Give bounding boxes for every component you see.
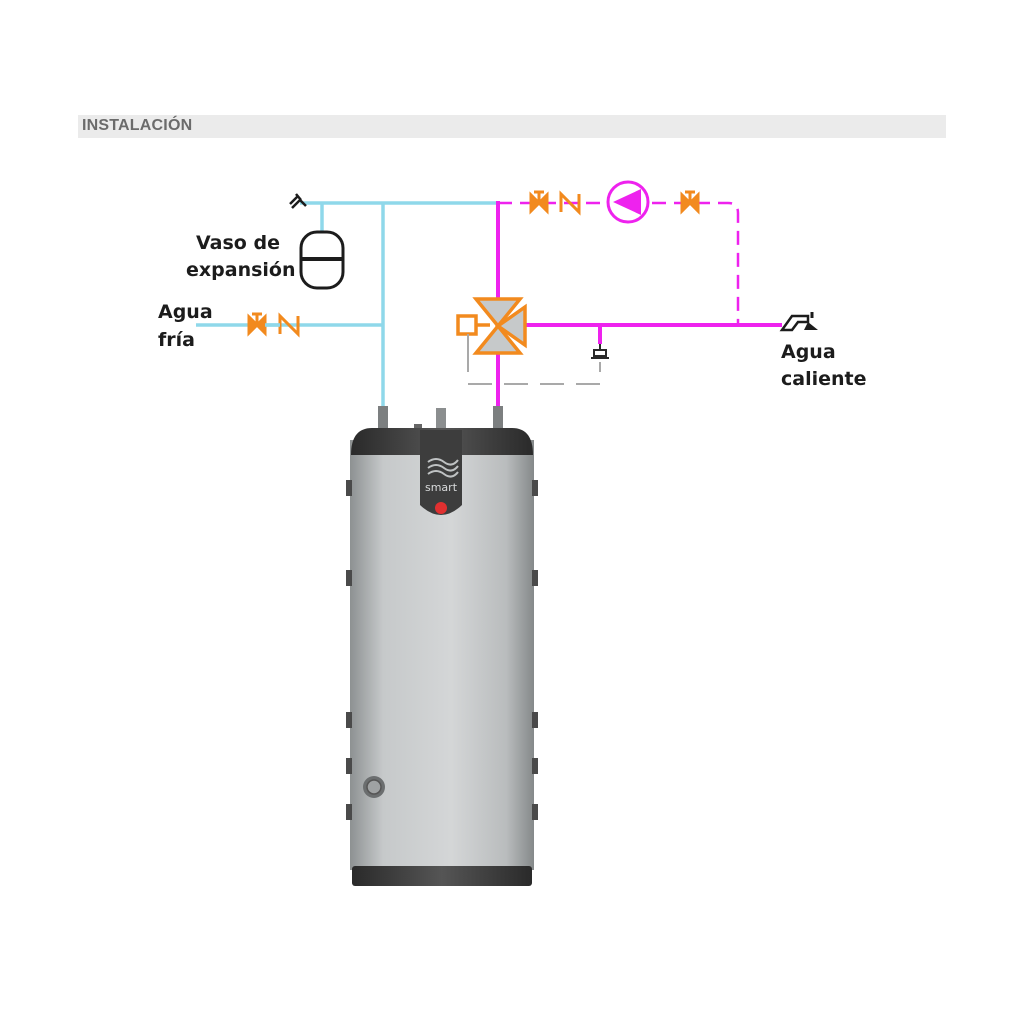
cold-water-label-line2: fría xyxy=(158,329,195,351)
cold-water-label-line1: Agua xyxy=(158,301,213,323)
side-port xyxy=(363,776,385,798)
circulation-pump-icon xyxy=(606,180,650,224)
brand-logo xyxy=(427,458,459,478)
indicator-light xyxy=(435,502,447,514)
section-header: INSTALACIÓN xyxy=(78,115,946,138)
section-title: INSTALACIÓN xyxy=(82,117,193,134)
recirc-valve-icon xyxy=(529,190,549,215)
expansion-vessel-label-line2: expansión xyxy=(186,259,296,281)
cold-water-pipes xyxy=(196,201,498,408)
air-vent-icon xyxy=(289,193,307,209)
cold-inlet-valve-icon xyxy=(247,312,267,337)
mixing-valve-icon xyxy=(456,297,527,355)
hot-water-tap-icon xyxy=(779,312,818,332)
hot-water-label-line1: Agua xyxy=(781,341,836,363)
expansion-vessel-label-line1: Vaso de xyxy=(196,232,280,254)
recirculation-loop xyxy=(498,201,740,325)
hot-water-pipes xyxy=(496,201,782,408)
hot-water-label-line2: caliente xyxy=(781,368,867,390)
control-line xyxy=(467,348,601,385)
recirc-check-valve-icon xyxy=(559,190,581,216)
water-heater-tank: smart xyxy=(346,406,538,886)
brand-name: smart xyxy=(425,481,458,494)
recirc-valve-2-icon xyxy=(680,190,700,215)
expansion-vessel xyxy=(299,230,345,290)
temperature-sensor-icon xyxy=(591,344,609,359)
